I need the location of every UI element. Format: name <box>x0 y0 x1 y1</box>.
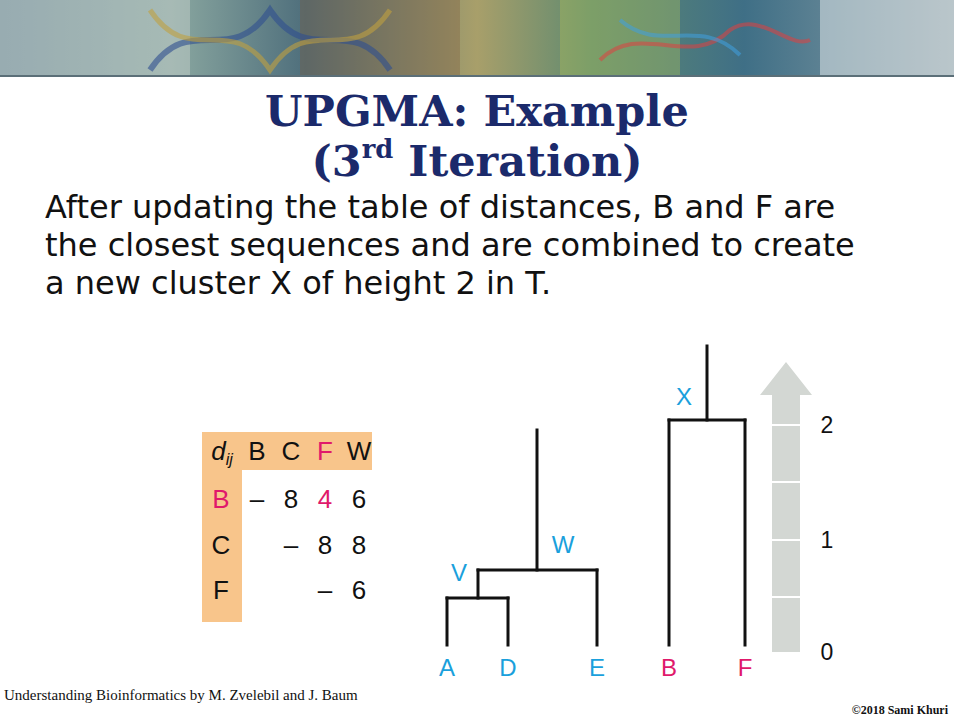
table-cell: – <box>318 577 332 603</box>
leaf-label: A <box>439 656 455 680</box>
table-cell: 8 <box>352 532 366 558</box>
cluster-label: W <box>552 533 575 557</box>
scale-tick <box>772 596 800 598</box>
table-cell: – <box>284 532 298 558</box>
banner-rule <box>0 75 954 77</box>
banner-panel <box>0 0 190 76</box>
scale-tick <box>772 539 800 541</box>
table-cell: 8 <box>284 486 298 512</box>
banner-panel <box>560 0 680 76</box>
leaf-label: D <box>499 656 516 680</box>
banner-panel <box>820 0 954 76</box>
table-cell: 6 <box>352 577 366 603</box>
scale-tick <box>772 424 800 426</box>
scale-arrow <box>760 362 812 652</box>
tree-branch <box>477 570 480 598</box>
protein-ribbon <box>620 20 740 55</box>
column-header: W <box>347 438 372 464</box>
row-header: B <box>212 486 229 512</box>
scale-number: 0 <box>821 641 834 664</box>
scale-tick <box>772 481 800 483</box>
cluster-label: X <box>676 385 692 409</box>
row-header: C <box>212 532 231 558</box>
copyright-note: ©2018 Sami Khuri <box>852 703 948 717</box>
tree-branch <box>507 598 510 645</box>
column-header: F <box>317 438 333 464</box>
leaf-label: B <box>661 656 677 680</box>
column-header: C <box>282 438 301 464</box>
tree-branch <box>536 430 539 570</box>
header-column-fill <box>202 432 242 622</box>
table-cell: 6 <box>352 486 366 512</box>
description-text: After updating the table of distances, B… <box>45 188 875 302</box>
tree-branch <box>668 420 671 645</box>
scale-number: 1 <box>821 529 834 552</box>
banner-ground <box>0 0 954 76</box>
dendrogram <box>447 346 745 645</box>
matrix-symbol: dij <box>211 438 233 464</box>
slide-title: UPGMA: Example (3rd Iteration) <box>247 86 707 186</box>
leaf-label: E <box>589 656 605 680</box>
header-banner <box>0 0 954 77</box>
height-scale <box>760 362 812 652</box>
tree-branch <box>706 346 709 420</box>
tree-branch <box>596 570 599 645</box>
column-header: B <box>248 438 265 464</box>
matrix-shading <box>202 432 372 622</box>
scale-number: 2 <box>821 414 834 437</box>
tree-branch <box>446 598 449 645</box>
helix-strand <box>150 10 390 70</box>
row-header: F <box>213 577 229 603</box>
table-cell: 8 <box>318 532 332 558</box>
helix-strand <box>150 10 390 70</box>
table-cell: – <box>250 486 264 512</box>
leaf-label: F <box>738 656 753 680</box>
tree-branch <box>744 420 747 645</box>
table-cell: 4 <box>318 486 332 512</box>
cluster-label: V <box>451 561 467 585</box>
source-credit: Understanding Bioinformatics by M. Zvele… <box>4 686 358 704</box>
